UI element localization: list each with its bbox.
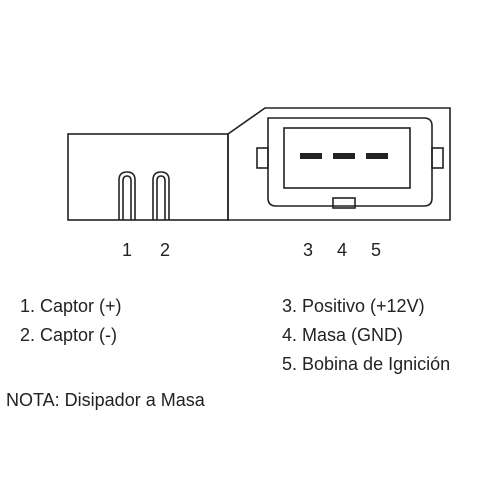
legend-item-masa: 4. Masa (GND) — [282, 325, 404, 345]
legend-item-bobina: 5. Bobina de Ignición — [282, 354, 451, 374]
pin-label-3: 3 — [302, 240, 313, 260]
pin-label-4: 4 — [336, 240, 347, 260]
right-tab — [431, 147, 444, 169]
terminal-1-inner — [122, 175, 132, 220]
note-text: NOTA: Disipador a Masa — [6, 390, 205, 410]
pin-label-5: 5 — [370, 240, 381, 260]
legend-left: 1. Captor (+) 2. Captor (-) — [20, 292, 122, 350]
pin-label-1: 1 — [121, 240, 132, 260]
terminal-2 — [152, 171, 170, 220]
terminal-1 — [118, 171, 136, 220]
module-diagram — [67, 107, 451, 221]
terminal-2-inner — [156, 175, 166, 220]
legend-item-positivo: 3. Positivo (+12V) — [282, 296, 425, 316]
sensor-block — [67, 133, 229, 221]
left-tab — [256, 147, 269, 169]
connector-housing — [267, 117, 433, 207]
bottom-tab — [332, 197, 356, 209]
pin-label-2: 2 — [159, 240, 170, 260]
pin-contact-4 — [333, 153, 355, 159]
pin-contact-3 — [300, 153, 322, 159]
connector-body — [227, 107, 451, 221]
legend-item-captor-minus: 2. Captor (-) — [20, 325, 118, 345]
pin-contact-5 — [366, 153, 388, 159]
legend-item-captor-plus: 1. Captor (+) — [20, 296, 122, 316]
connector-socket — [283, 127, 411, 189]
legend-right: 3. Positivo (+12V) 4. Masa (GND) 5. Bobi… — [282, 292, 450, 379]
